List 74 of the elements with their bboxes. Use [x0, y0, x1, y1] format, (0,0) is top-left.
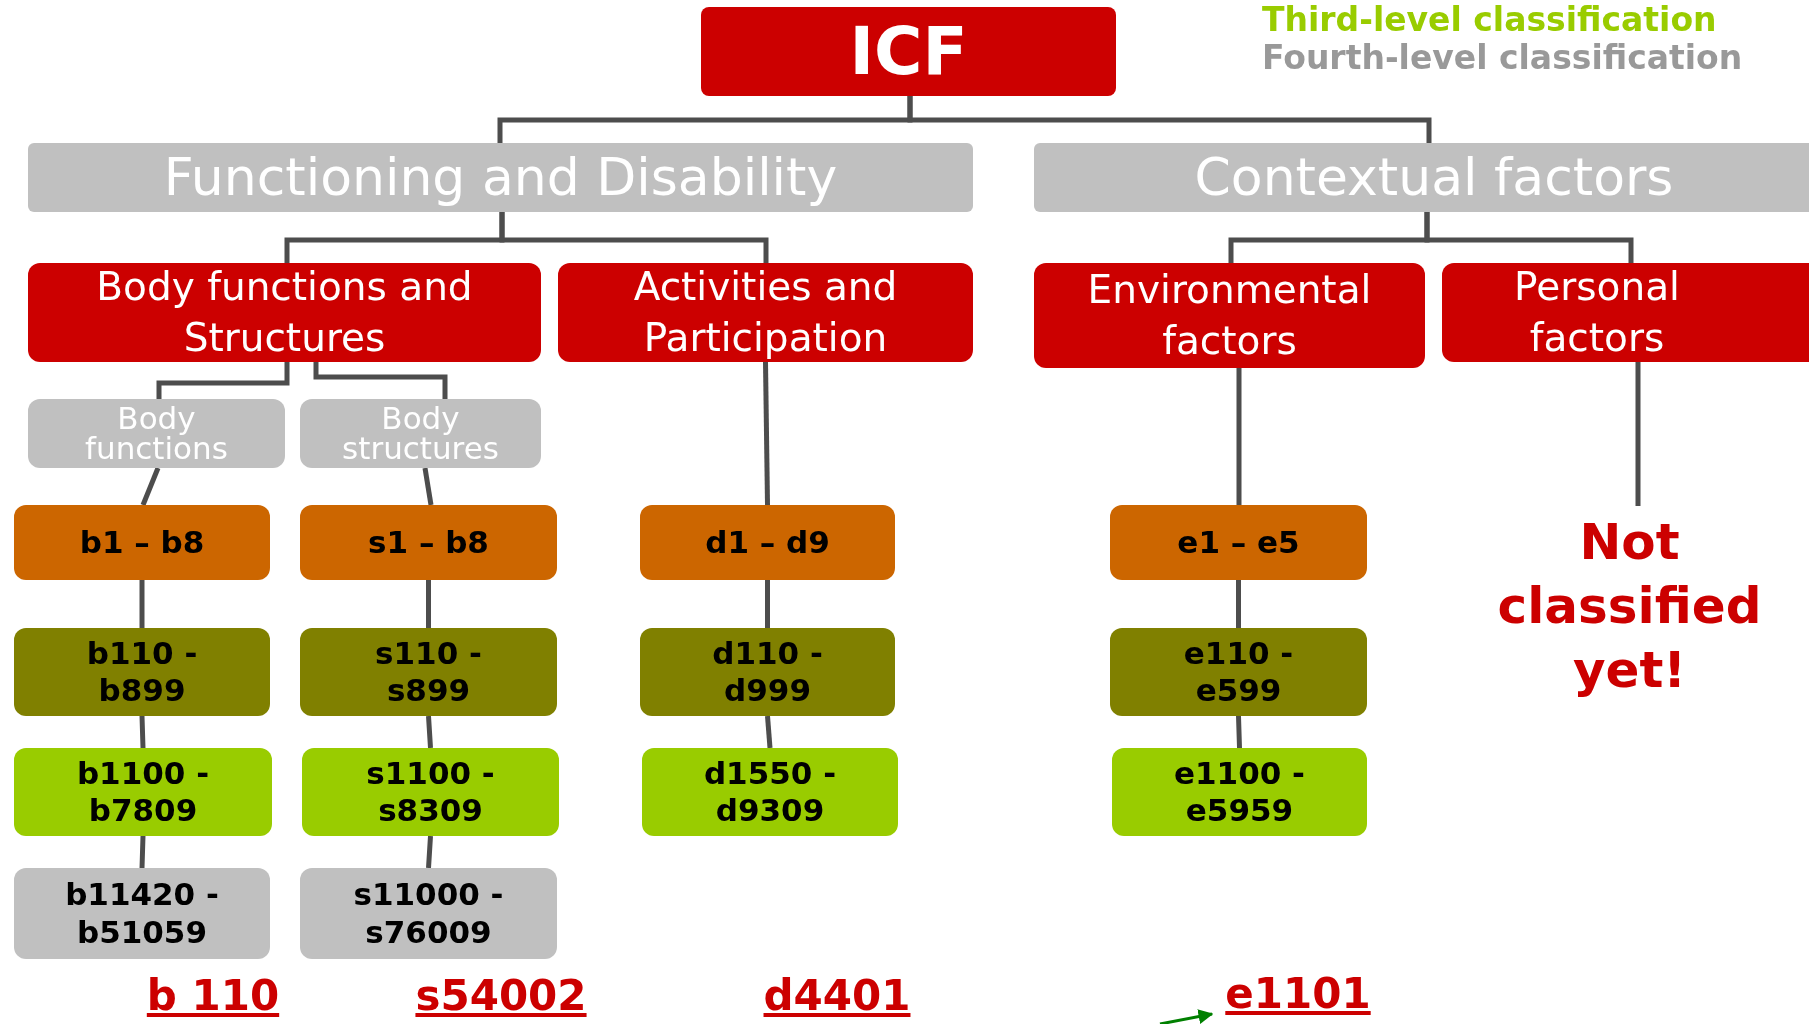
code-range: s1 – b8 [368, 524, 489, 561]
code-range: d1 – d9 [705, 524, 830, 561]
connector-line [156, 362, 290, 399]
connector-line [907, 96, 1432, 143]
connector-line [1635, 362, 1641, 506]
component-text: Personal factors [1513, 262, 1681, 362]
arrow [1159, 1009, 1214, 1024]
connector-line [765, 580, 770, 628]
category-band [28, 143, 973, 212]
code-range: s11000 - s76009 [352, 876, 505, 951]
fourth-level-box [14, 868, 270, 959]
second-level-box [14, 628, 270, 716]
component-box [1034, 263, 1425, 368]
code-range: s1100 - s8309 [365, 754, 496, 830]
code-range: b11420 - b51059 [64, 876, 220, 951]
connector-line [139, 580, 145, 628]
component-text: Body functions and Structures [95, 262, 474, 362]
connector-line [139, 715, 146, 749]
connector-line [499, 212, 769, 263]
first-level-box [640, 505, 895, 580]
connector-line [139, 835, 146, 869]
connector-line [426, 715, 433, 749]
code-range: s110 - s899 [374, 634, 483, 710]
code-link: b 110 [138, 972, 288, 1020]
code-range: e1 – e5 [1177, 524, 1300, 561]
connector-line [422, 467, 434, 506]
component-text: Activities and Participation [632, 262, 899, 362]
second-level-box [640, 628, 895, 716]
code-range: d1550 - d9309 [702, 754, 838, 830]
component-box [28, 263, 541, 362]
connector-line [1424, 212, 1634, 263]
category-text: Contextual factors [1194, 147, 1674, 208]
connector-line [426, 835, 433, 869]
first-level-box [14, 505, 270, 580]
code-link: e1101 [1212, 970, 1384, 1018]
component-text: Environmental factors [1086, 265, 1373, 365]
component-box [558, 263, 973, 362]
fourth-level-box [300, 868, 557, 959]
second-level-box [1110, 628, 1367, 716]
connector-line [763, 361, 770, 506]
code-link: d4401 [750, 972, 924, 1020]
code-range: e1100 - e5959 [1173, 754, 1306, 830]
subcomponent-box [300, 399, 541, 468]
third-level-box [14, 748, 272, 836]
code-link: s54002 [398, 972, 604, 1020]
connector-line [1236, 715, 1242, 749]
legend-text: Third-level classification [1262, 2, 1717, 38]
title-box [701, 7, 1116, 96]
code-range: b110 - b899 [85, 634, 199, 710]
code-range: b1100 - b7809 [75, 754, 211, 830]
connector-line [1236, 368, 1242, 505]
connector-line [313, 362, 448, 399]
second-level-box [300, 628, 557, 716]
subcomponent-text: Body functions [84, 404, 229, 463]
subcomponent-text: Body structures [341, 404, 500, 463]
connector-line [1236, 580, 1241, 628]
first-level-box [300, 505, 557, 580]
third-level-box [1112, 748, 1367, 836]
connector-line [426, 580, 431, 628]
category-band [1034, 143, 1809, 212]
third-level-box [642, 748, 898, 836]
subcomponent-box [28, 399, 285, 468]
category-text: Functioning and Disability [163, 147, 838, 208]
code-range: d110 - d999 [711, 634, 824, 710]
note-text: Not classified yet! [1450, 506, 1809, 706]
connector-line [765, 715, 773, 749]
first-level-box [1110, 505, 1367, 580]
legend-text: Fourth-level classification [1262, 40, 1743, 76]
title-text: ICF [849, 13, 968, 90]
third-level-box [302, 748, 559, 836]
code-range: e110 - e599 [1182, 634, 1295, 710]
code-range: b1 – b8 [79, 524, 205, 561]
connector-line [140, 467, 161, 506]
component-box [1442, 263, 1809, 362]
